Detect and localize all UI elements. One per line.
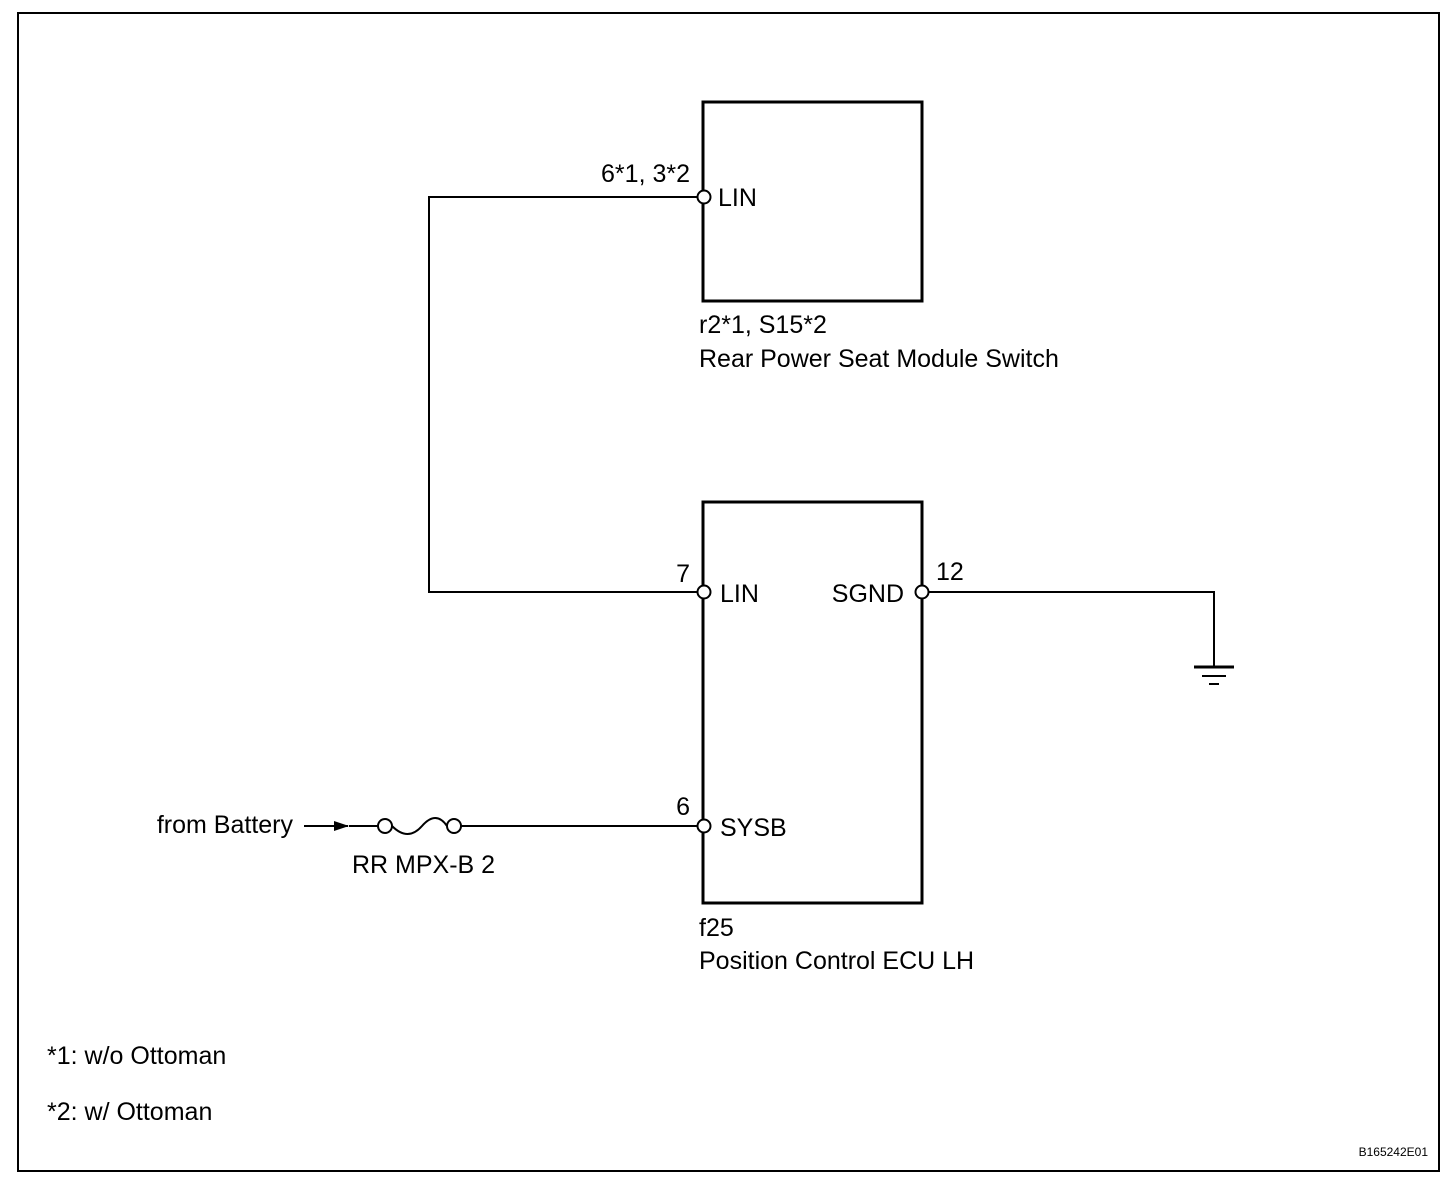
switch-module-name: Rear Power Seat Module Switch (699, 345, 1059, 373)
ground-wire (928, 591, 1215, 666)
figure-code: B165242E01 (1359, 1145, 1429, 1159)
ecu-box (701, 500, 924, 905)
switch-lin-terminal-icon (696, 189, 712, 205)
note-2: *2: w/ Ottoman (47, 1098, 212, 1126)
lin-wire (428, 196, 697, 593)
ecu-lin-pin-label: 7 (676, 560, 690, 588)
switch-lin-terminal-label: LIN (718, 184, 757, 212)
fuse-icon (377, 817, 462, 835)
battery-source-label: from Battery (157, 811, 294, 839)
ecu-connector-label: f25 (699, 914, 734, 942)
switch-connector-label: r2*1, S15*2 (699, 311, 827, 339)
ecu-sgnd-pin-label: 12 (936, 558, 964, 586)
ecu-sgnd-terminal-label: SGND (832, 580, 904, 608)
battery-arrow-icon (304, 821, 349, 831)
ecu-lin-terminal-label: LIN (720, 580, 759, 608)
diagram-frame (17, 12, 1440, 1172)
fuse-label: RR MPX-B 2 (352, 851, 495, 879)
ecu-sgnd-terminal-icon (914, 584, 930, 600)
ground-icon (1194, 665, 1234, 685)
ecu-lin-terminal-icon (696, 584, 712, 600)
ecu-name: Position Control ECU LH (699, 947, 974, 975)
ecu-sysb-terminal-label: SYSB (720, 814, 787, 842)
ecu-sysb-terminal-icon (696, 818, 712, 834)
note-1: *1: w/o Ottoman (47, 1042, 226, 1070)
switch-pin-label: 6*1, 3*2 (601, 160, 690, 188)
ecu-sysb-pin-label: 6 (676, 793, 690, 821)
